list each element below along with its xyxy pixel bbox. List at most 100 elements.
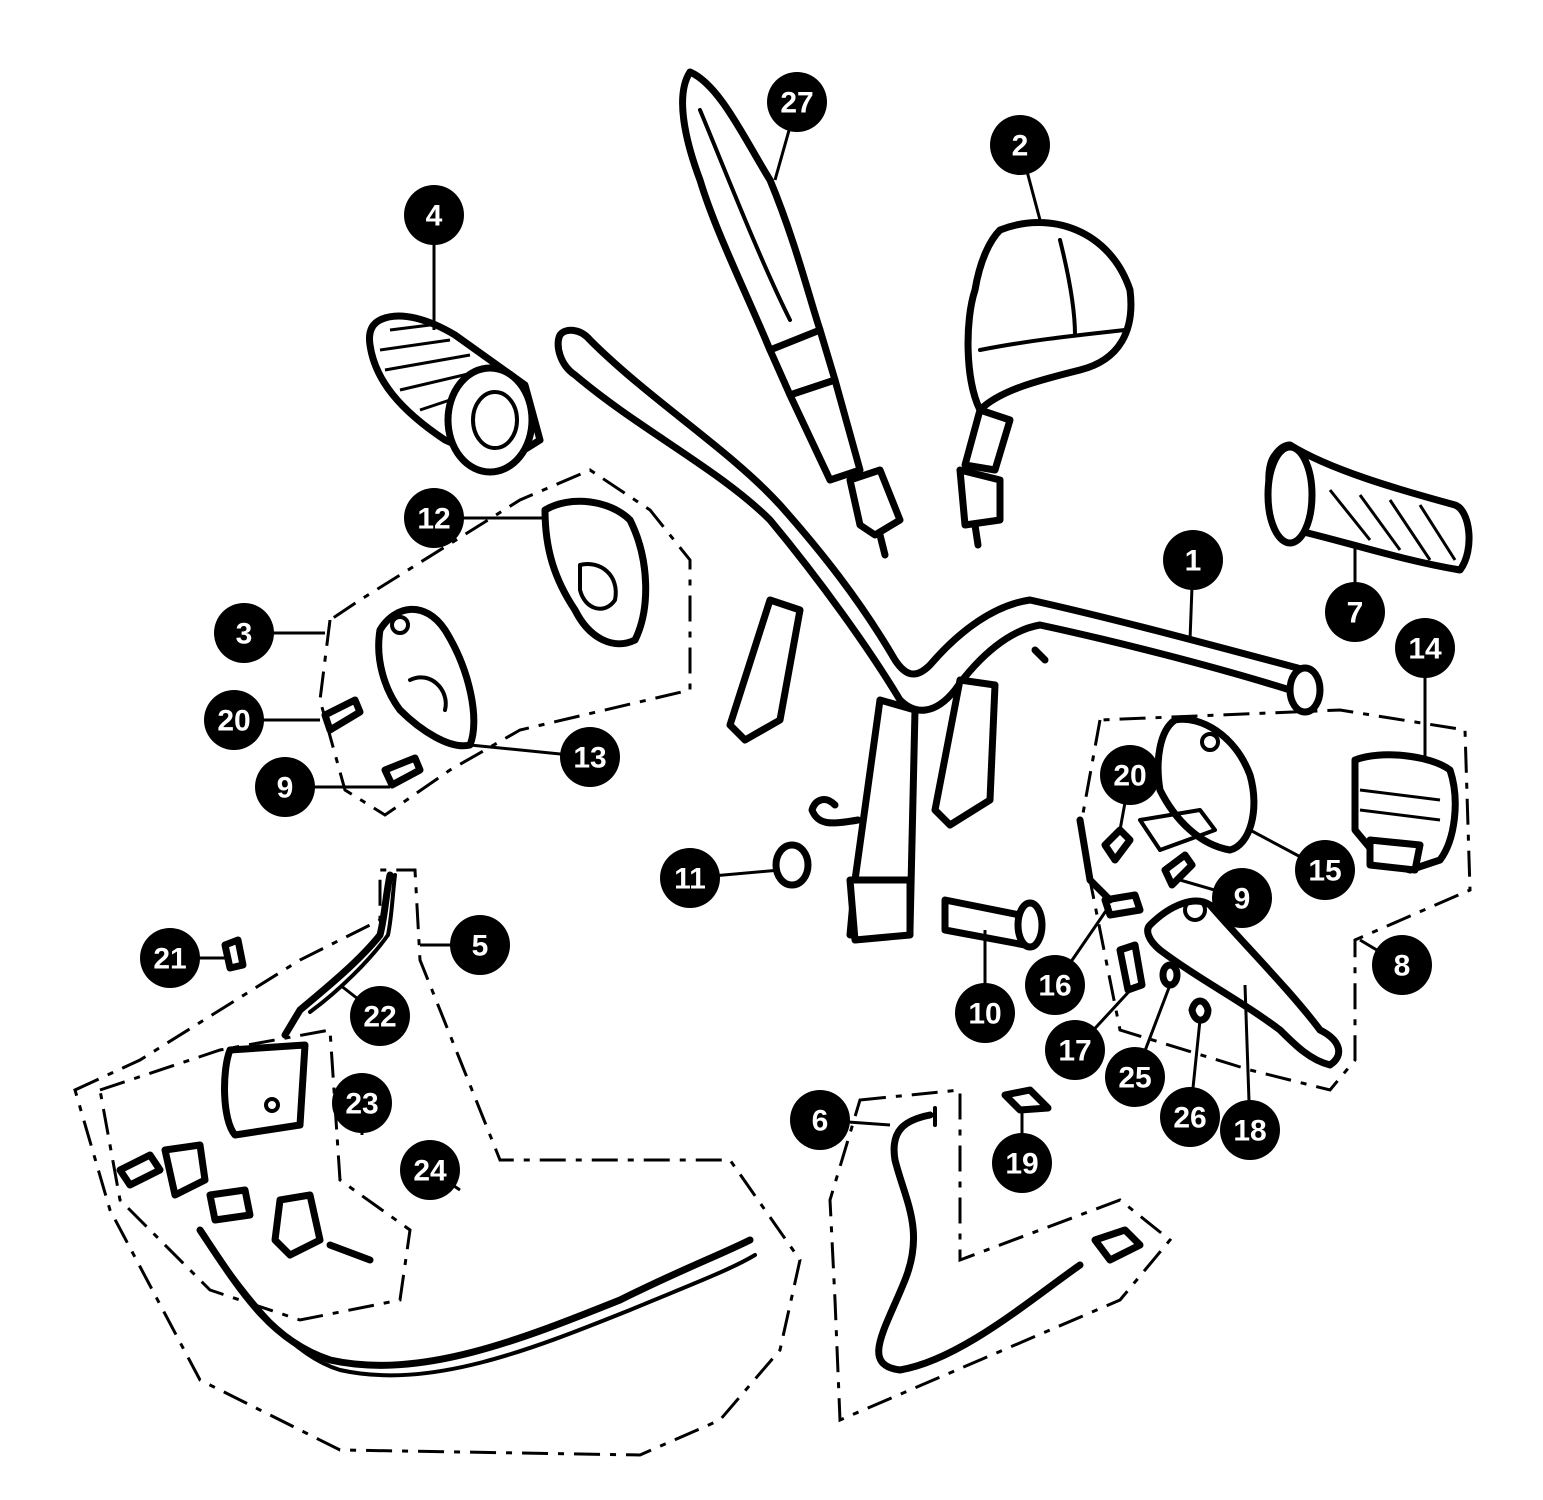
callout-badge bbox=[660, 848, 720, 908]
left-mirror bbox=[679, 68, 904, 559]
callout-number: 18 bbox=[1233, 1115, 1266, 1148]
callout-3: 3 bbox=[214, 603, 274, 663]
callout-27: 27 bbox=[767, 72, 827, 132]
callout-badge bbox=[1025, 955, 1085, 1015]
callout-number: 20 bbox=[1113, 760, 1146, 793]
callout-number: 25 bbox=[1118, 1062, 1151, 1095]
throttle-tube bbox=[941, 896, 1046, 951]
callout-number: 27 bbox=[780, 87, 813, 120]
callout-badge bbox=[1100, 745, 1160, 805]
callout-badge bbox=[1212, 868, 1272, 928]
callout-23: 23 bbox=[332, 1073, 392, 1133]
callout-number: 16 bbox=[1038, 970, 1071, 1003]
callout-11: 11 bbox=[660, 848, 720, 908]
callout-badge bbox=[1395, 618, 1455, 678]
callout-badge bbox=[332, 1073, 392, 1133]
callout-2: 2 bbox=[990, 115, 1050, 175]
callout-number: 9 bbox=[1234, 883, 1251, 916]
callout-number: 4 bbox=[426, 200, 443, 233]
callout-number: 14 bbox=[1408, 633, 1442, 666]
callout-16: 16 bbox=[1025, 955, 1085, 1015]
callout-number: 7 bbox=[1347, 597, 1364, 630]
callout-20: 20 bbox=[204, 690, 264, 750]
callout-number: 19 bbox=[1005, 1148, 1038, 1181]
callout-badge bbox=[1295, 840, 1355, 900]
small-clip bbox=[1001, 1086, 1052, 1114]
callout-6: 6 bbox=[790, 1090, 850, 1150]
callout-number: 8 bbox=[1394, 950, 1411, 983]
callout-17: 17 bbox=[1045, 1020, 1105, 1080]
callout-1: 1 bbox=[1163, 530, 1223, 590]
callout-4: 4 bbox=[404, 185, 464, 245]
callout-number: 17 bbox=[1058, 1035, 1091, 1068]
callout-badge bbox=[990, 115, 1050, 175]
callout-badge bbox=[992, 1133, 1052, 1193]
callout-26: 26 bbox=[1160, 1087, 1220, 1147]
callout-number: 20 bbox=[217, 705, 250, 738]
callout-badge bbox=[1045, 1020, 1105, 1080]
callout-14: 14 bbox=[1395, 618, 1455, 678]
callout-badge bbox=[560, 727, 620, 787]
callout-19: 19 bbox=[992, 1133, 1052, 1193]
callout-20: 20 bbox=[1100, 745, 1160, 805]
callout-25: 25 bbox=[1105, 1047, 1165, 1107]
callout-badge bbox=[767, 72, 827, 132]
callout-badge bbox=[790, 1090, 850, 1150]
clamp-nut bbox=[772, 841, 812, 889]
callout-number: 24 bbox=[413, 1155, 447, 1188]
callout-7: 7 bbox=[1325, 582, 1385, 642]
callout-number: 22 bbox=[363, 1001, 396, 1034]
callout-badge bbox=[404, 185, 464, 245]
callout-number: 6 bbox=[812, 1105, 829, 1138]
callout-8: 8 bbox=[1372, 935, 1432, 995]
callout-12: 12 bbox=[404, 488, 464, 548]
callout-21: 21 bbox=[140, 928, 200, 988]
callout-badge bbox=[1160, 1087, 1220, 1147]
throttle-cable-group-boundary bbox=[73, 868, 802, 1457]
left-screws bbox=[321, 696, 424, 789]
callout-number: 12 bbox=[417, 503, 450, 536]
callout-number: 26 bbox=[1173, 1102, 1206, 1135]
callout-9: 9 bbox=[1212, 868, 1272, 928]
callout-number: 15 bbox=[1308, 855, 1341, 888]
callout-number: 2 bbox=[1012, 130, 1029, 163]
callout-badge bbox=[214, 603, 274, 663]
callout-24: 24 bbox=[400, 1140, 460, 1200]
callout-number: 11 bbox=[674, 863, 706, 896]
left-grip bbox=[366, 312, 544, 476]
callout-badge bbox=[350, 986, 410, 1046]
callout-badge bbox=[1325, 582, 1385, 642]
callout-number: 21 bbox=[153, 943, 186, 976]
callout-number: 10 bbox=[968, 998, 1001, 1031]
callout-number: 9 bbox=[277, 772, 294, 805]
callout-number: 5 bbox=[472, 930, 489, 963]
callout-number: 1 bbox=[1185, 545, 1202, 578]
switch-housing-group-boundary bbox=[98, 1028, 412, 1322]
callout-10: 10 bbox=[955, 983, 1015, 1043]
group-boundaries bbox=[73, 468, 1472, 1457]
brake-cable-group-boundary bbox=[828, 1088, 1173, 1423]
callout-badge bbox=[204, 690, 264, 750]
callout-22: 22 bbox=[350, 986, 410, 1046]
throttle-cable-assembly bbox=[116, 871, 757, 1378]
callout-15: 15 bbox=[1295, 840, 1355, 900]
right-mirror bbox=[956, 219, 1135, 549]
right-grip bbox=[1264, 441, 1473, 574]
callout-badge bbox=[404, 488, 464, 548]
callout-badge bbox=[1163, 530, 1223, 590]
right-lever-assembly bbox=[1076, 715, 1459, 1069]
callout-5: 5 bbox=[450, 915, 510, 975]
right-lever-group-boundary bbox=[1078, 708, 1472, 1092]
callout-badge bbox=[955, 983, 1015, 1043]
callout-badge bbox=[255, 757, 315, 817]
callout-9: 9 bbox=[255, 757, 315, 817]
callout-number: 3 bbox=[236, 618, 253, 651]
brake-cable-assembly bbox=[875, 1106, 1144, 1374]
callout-badge bbox=[1372, 935, 1432, 995]
handlebar bbox=[554, 326, 1324, 944]
callout-13: 13 bbox=[560, 727, 620, 787]
callout-number: 23 bbox=[345, 1088, 378, 1121]
callout-badge bbox=[1105, 1047, 1165, 1107]
